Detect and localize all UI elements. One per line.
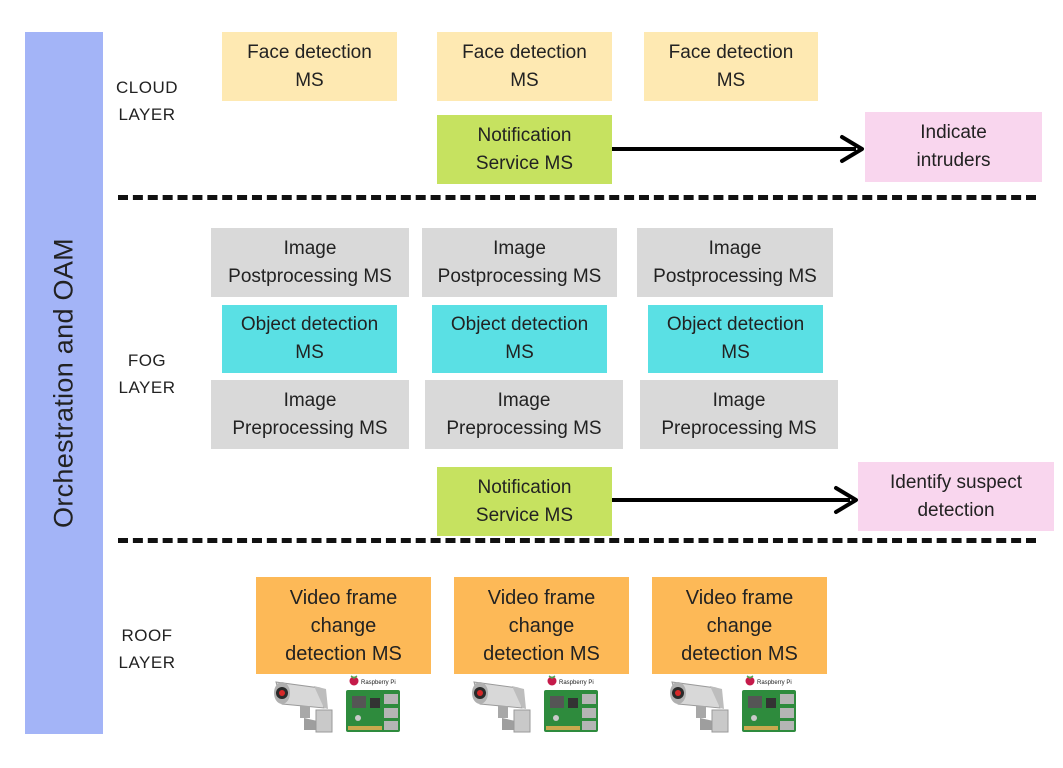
roof-layer-label: ROOF LAYER bbox=[118, 626, 176, 672]
raspberry-pi-logo-icon bbox=[349, 675, 359, 686]
object-detection-ms-box: Object detection MS bbox=[432, 305, 607, 373]
raspberry-pi-board-icon bbox=[544, 690, 598, 732]
face-detection-ms-box: Face detection MS bbox=[644, 32, 818, 101]
image-preprocessing-ms-box: Image Preprocessing MS bbox=[211, 380, 409, 449]
raspberry-pi-brand-label: Raspberry Pi bbox=[361, 680, 396, 686]
image-postprocessing-ms-box: Image Postprocessing MS bbox=[422, 228, 617, 297]
camera-pi-device-group: Raspberry Pi bbox=[472, 675, 598, 733]
object-detection-ms-box: Object detection MS bbox=[222, 305, 397, 373]
raspberry-pi-board-icon bbox=[742, 690, 796, 732]
face-detection-ms-box: Face detection MS bbox=[437, 32, 612, 101]
cloud-fog-divider bbox=[118, 195, 1036, 200]
fog-layer-label: FOG LAYER bbox=[118, 351, 176, 397]
raspberry-pi-brand-label: Raspberry Pi bbox=[757, 680, 792, 686]
image-postprocessing-ms-box: Image Postprocessing MS bbox=[637, 228, 833, 297]
indicate-intruders-box: Indicate intruders bbox=[865, 112, 1042, 182]
camera-pi-device-group: Raspberry Pi bbox=[274, 675, 400, 733]
camera-pi-device-group: Raspberry Pi bbox=[670, 675, 796, 733]
video-frame-change-detection-ms-box: Video frame change detection MS bbox=[454, 577, 629, 674]
cloud-arrow bbox=[612, 135, 864, 163]
fog-notification-service-box: Notification Service MS bbox=[437, 467, 612, 536]
raspberry-pi-logo-icon bbox=[547, 675, 557, 686]
cloud-notification-service-box: Notification Service MS bbox=[437, 115, 612, 184]
raspberry-pi-logo-icon bbox=[745, 675, 755, 686]
cctv-camera-icon bbox=[472, 681, 531, 733]
cctv-camera-icon bbox=[670, 681, 729, 733]
face-detection-ms-box: Face detection MS bbox=[222, 32, 397, 101]
cctv-camera-icon bbox=[274, 681, 333, 733]
cloud-layer-label: CLOUD LAYER bbox=[115, 78, 178, 124]
fog-roof-divider bbox=[118, 538, 1036, 543]
image-preprocessing-ms-box: Image Preprocessing MS bbox=[425, 380, 623, 449]
raspberry-pi-brand-label: Raspberry Pi bbox=[559, 680, 594, 686]
orchestration-sidebar bbox=[25, 32, 103, 734]
identify-suspect-detection-box: Identify suspect detection bbox=[858, 462, 1054, 531]
image-postprocessing-ms-box: Image Postprocessing MS bbox=[211, 228, 409, 297]
object-detection-ms-box: Object detection MS bbox=[648, 305, 823, 373]
raspberry-pi-board-icon bbox=[346, 690, 400, 732]
image-preprocessing-ms-box: Image Preprocessing MS bbox=[640, 380, 838, 449]
video-frame-change-detection-ms-box: Video frame change detection MS bbox=[256, 577, 431, 674]
fog-arrow bbox=[612, 486, 858, 514]
video-frame-change-detection-ms-box: Video frame change detection MS bbox=[652, 577, 827, 674]
